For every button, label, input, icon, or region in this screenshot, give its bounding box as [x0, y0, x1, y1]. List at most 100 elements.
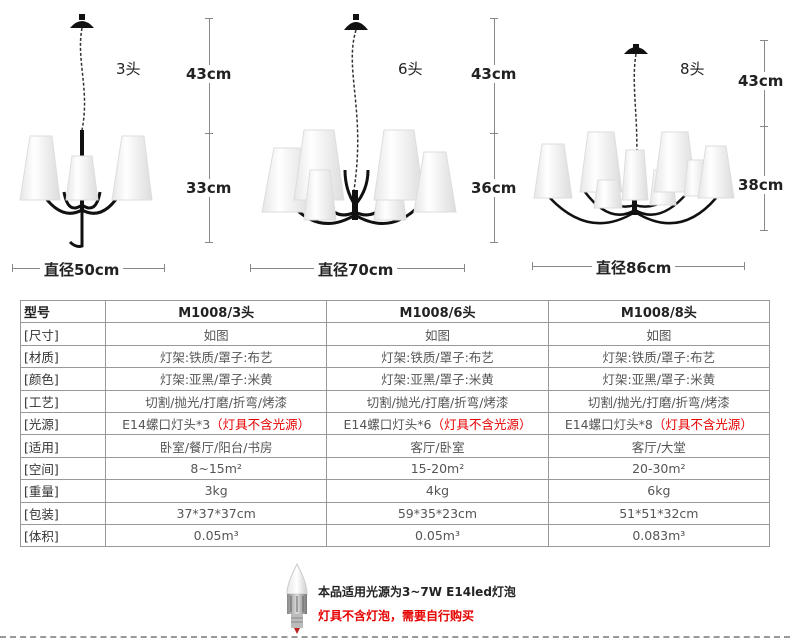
diameter-2: 直径70cm [314, 259, 398, 280]
row-cell: 0.05m³ [326, 523, 549, 548]
height-dim-tick [490, 242, 498, 243]
header-model-2: M1008/6头 [326, 299, 549, 324]
row-cell: 15-20m² [326, 456, 549, 481]
row-label: [光源] [20, 411, 106, 436]
light-source-value: E14螺口灯头*3 [122, 417, 211, 433]
row-cell: 客厅/大堂 [547, 434, 771, 458]
light-source-value: E14螺口灯头*8 [564, 417, 653, 433]
lamp-2 [261, 14, 457, 225]
no-light-source-note: （灯具不含光源） [431, 417, 532, 433]
row-label: [材质] [20, 344, 106, 369]
row-cell: 客厅/卧室 [326, 434, 549, 458]
row-cell: 切割/抛光/打磨/折弯/烤漆 [547, 389, 771, 413]
chandelier-3-heads-image [19, 14, 735, 248]
top-height-1: 43cm [186, 65, 232, 83]
row-label: [工艺] [20, 389, 106, 413]
row-label: [空间] [20, 456, 106, 481]
row-cell: 灯架:亚黑/罩子:米黄 [104, 367, 328, 391]
bulb-warning-text: 灯具不含灯泡，需要自行购买 [318, 609, 475, 623]
heads-label-2: 6头 [398, 60, 423, 78]
table-row: [材质] 灯架:铁质/罩子:布艺 灯架:铁质/罩子:布艺 灯架:铁质/罩子:布艺 [20, 344, 771, 369]
table-row: [适用] 卧室/餐厅/阳台/书房 客厅/卧室 客厅/大堂 [20, 434, 771, 458]
table-row: [光源] E14螺口灯头*3（灯具不含光源） E14螺口灯头*6（灯具不含光源）… [20, 411, 771, 436]
top-height-3: 43cm [738, 72, 784, 90]
row-label: [包装] [20, 501, 106, 525]
row-label: [重量] [20, 479, 106, 503]
led-bulb-icon [286, 562, 308, 634]
table-row: [包装] 37*37*37cm 59*35*23cm 51*51*32cm [20, 501, 771, 525]
row-cell: 切割/抛光/打磨/折弯/烤漆 [326, 389, 549, 413]
height-dim-line-2 [494, 18, 495, 242]
row-label: [尺寸] [20, 322, 106, 346]
divider [0, 636, 790, 638]
height-dim-tick [760, 230, 768, 231]
row-cell: 6kg [547, 479, 771, 503]
row-cell: 如图 [547, 322, 771, 346]
row-cell: 灯架:亚黑/罩子:米黄 [326, 367, 549, 391]
table-row: [颜色] 灯架:亚黑/罩子:米黄 灯架:亚黑/罩子:米黄 灯架:亚黑/罩子:米黄 [20, 367, 771, 391]
row-cell: 如图 [104, 322, 328, 346]
height-dim-line-1 [209, 18, 210, 242]
row-cell: 20-30m² [547, 456, 771, 481]
diameter-dim-tick [164, 264, 165, 272]
table-row: [体积] 0.05m³ 0.05m³ 0.083m³ [20, 523, 771, 548]
body-height-2: 36cm [471, 179, 517, 197]
body-height-3: 38cm [738, 176, 784, 194]
row-cell: E14螺口灯头*3（灯具不含光源） [104, 411, 328, 436]
diameter-dim-tick [12, 264, 13, 272]
top-height-2: 43cm [471, 65, 517, 83]
header-model-3: M1008/8头 [547, 299, 771, 324]
header-label: 型号 [20, 299, 106, 324]
diameter-dim-tick [532, 262, 533, 270]
row-cell: 8~15m² [104, 456, 328, 481]
body-height-1: 33cm [186, 179, 232, 197]
diameter-dim-tick [464, 264, 465, 272]
diameter-dim-tick [250, 264, 251, 272]
row-cell: 卧室/餐厅/阳台/书房 [104, 434, 328, 458]
row-label: [体积] [20, 523, 106, 548]
header-model-1: M1008/3头 [104, 299, 328, 324]
height-dim-tick [490, 133, 498, 134]
height-dim-tick [205, 133, 213, 134]
height-dim-tick [760, 126, 768, 127]
row-cell: 0.083m³ [547, 523, 771, 548]
row-cell: 3kg [104, 479, 328, 503]
lamp-3 [533, 44, 735, 225]
row-label: [颜色] [20, 367, 106, 391]
row-cell: 51*51*32cm [547, 501, 771, 525]
row-cell: 灯架:铁质/罩子:布艺 [326, 344, 549, 369]
row-cell: 如图 [326, 322, 549, 346]
lamp-1 [19, 14, 153, 248]
height-dim-line-3 [764, 40, 765, 230]
row-cell: E14螺口灯头*6（灯具不含光源） [326, 411, 549, 436]
height-dim-tick [760, 40, 768, 41]
table-row: [空间] 8~15m² 15-20m² 20-30m² [20, 456, 771, 481]
row-cell: 0.05m³ [104, 523, 328, 548]
spec-table: 型号 M1008/3头 M1008/6头 M1008/8头 [尺寸] 如图 如图… [20, 299, 771, 548]
light-source-value: E14螺口灯头*6 [343, 417, 432, 433]
row-cell: 59*35*23cm [326, 501, 549, 525]
heads-label-1: 3头 [116, 60, 141, 78]
row-cell: E14螺口灯头*8（灯具不含光源） [547, 411, 771, 436]
heads-label-3: 8头 [680, 60, 705, 78]
table-header-row: 型号 M1008/3头 M1008/6头 M1008/8头 [20, 299, 771, 324]
diameter-1: 直径50cm [40, 259, 124, 280]
table-row: [尺寸] 如图 如图 如图 [20, 322, 771, 346]
height-dim-tick [490, 18, 498, 19]
no-light-source-note: （灯具不含光源） [652, 417, 753, 433]
diameter-3: 直径86cm [592, 257, 676, 278]
table-row: [工艺] 切割/抛光/打磨/折弯/烤漆 切割/抛光/打磨/折弯/烤漆 切割/抛光… [20, 389, 771, 413]
table-row: [重量] 3kg 4kg 6kg [20, 479, 771, 503]
row-label: [适用] [20, 434, 106, 458]
row-cell: 切割/抛光/打磨/折弯/烤漆 [104, 389, 328, 413]
row-cell: 灯架:亚黑/罩子:米黄 [547, 367, 771, 391]
row-cell: 灯架:铁质/罩子:布艺 [104, 344, 328, 369]
row-cell: 灯架:铁质/罩子:布艺 [547, 344, 771, 369]
diameter-dim-tick [744, 262, 745, 270]
row-cell: 4kg [326, 479, 549, 503]
row-cell: 37*37*37cm [104, 501, 328, 525]
bulb-notice-text: 本品适用光源为3~7W E14led灯泡 [318, 585, 516, 599]
height-dim-tick [205, 18, 213, 19]
height-dim-tick [205, 242, 213, 243]
no-light-source-note: （灯具不含光源） [210, 417, 311, 433]
